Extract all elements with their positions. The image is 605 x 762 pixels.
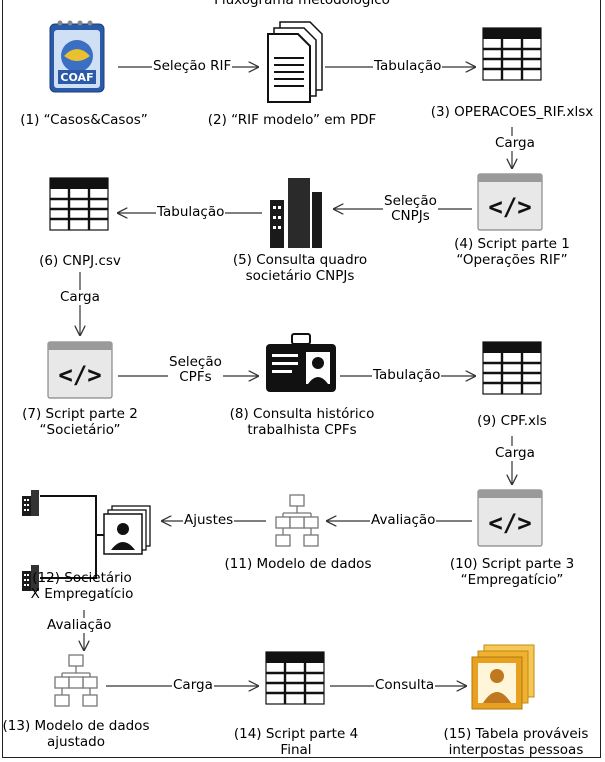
node-label-1: (1) “Casos&Casos”	[20, 112, 148, 128]
coaf-notebook-icon: COAF	[49, 20, 105, 93]
photo-stack-icon	[471, 644, 535, 710]
node-label-9: (9) CPF.xls	[477, 413, 547, 429]
edge-label-avaliacao-2: Avaliação	[46, 617, 113, 633]
spreadsheet-icon	[481, 340, 543, 396]
node-label-13: (13) Modelo de dados ajustado	[2, 718, 150, 750]
edge-label-tabulacao-2: Tabulação	[156, 204, 226, 220]
code-window-icon	[477, 489, 543, 547]
edge-label-carga-2: Carga	[59, 289, 101, 305]
node-label-10: (10) Script parte 3 “Empregatício”	[449, 556, 575, 588]
code-window-icon	[47, 341, 113, 399]
node-label-15: (15) Tabela prováveis interpostas pessoa…	[443, 726, 589, 758]
node-label-3: (3) OPERACOES_RIF.xlsx	[430, 104, 594, 120]
edge-label-carga-1: Carga	[494, 135, 536, 151]
node-label-11: (11) Modelo de dados	[224, 556, 372, 572]
spreadsheet-icon	[48, 176, 110, 232]
coaf-logo-text: COAF	[60, 71, 93, 84]
diagram-title: Fluxograma metodológico	[214, 0, 390, 8]
edge-label-carga-3: Carga	[494, 445, 536, 461]
id-badge-icon	[266, 333, 336, 392]
node-label-5: (5) Consulta quadro societário CNPJs	[232, 252, 368, 284]
edge-label-tabulacao-1: Tabulação	[373, 58, 443, 74]
edge-label-selecao-cpfs: Seleção CPFs	[168, 354, 223, 385]
spreadsheet-icon	[264, 650, 326, 706]
node-label-8: (8) Consulta histórico trabalhista CPFs	[229, 406, 375, 438]
edge-label-carga-4: Carga	[172, 677, 214, 693]
node-label-2: (2) “RIF modelo” em PDF	[207, 112, 377, 128]
edge-label-avaliacao-1: Avaliação	[370, 512, 437, 528]
edge-label-selecao-rif: Seleção RIF	[152, 58, 233, 74]
code-window-icon	[477, 173, 543, 231]
node-label-14: (14) Script parte 4 Final	[233, 726, 359, 758]
node-label-4: (4) Script parte 1 “Operações RIF”	[454, 236, 570, 268]
edge-label-tabulacao-3: Tabulação	[372, 367, 442, 383]
building-icon	[270, 178, 322, 248]
node-label-7: (7) Script parte 2 “Societário”	[22, 406, 138, 438]
edge-label-consulta: Consulta	[374, 677, 436, 693]
data-model-icon	[275, 494, 319, 547]
photo-stack-icon	[103, 505, 151, 555]
edge-label-ajustes: Ajustes	[183, 512, 235, 528]
node-label-6: (6) CNPJ.csv	[39, 253, 121, 269]
org-structure-icon	[22, 490, 151, 591]
data-model-icon	[54, 654, 98, 707]
node-label-12: (12) Societário X Empregatício	[30, 570, 134, 602]
spreadsheet-icon	[481, 26, 543, 82]
document-stack-icon	[267, 21, 323, 103]
edge-label-selecao-cnpjs: Seleção CNPJs	[383, 193, 438, 224]
